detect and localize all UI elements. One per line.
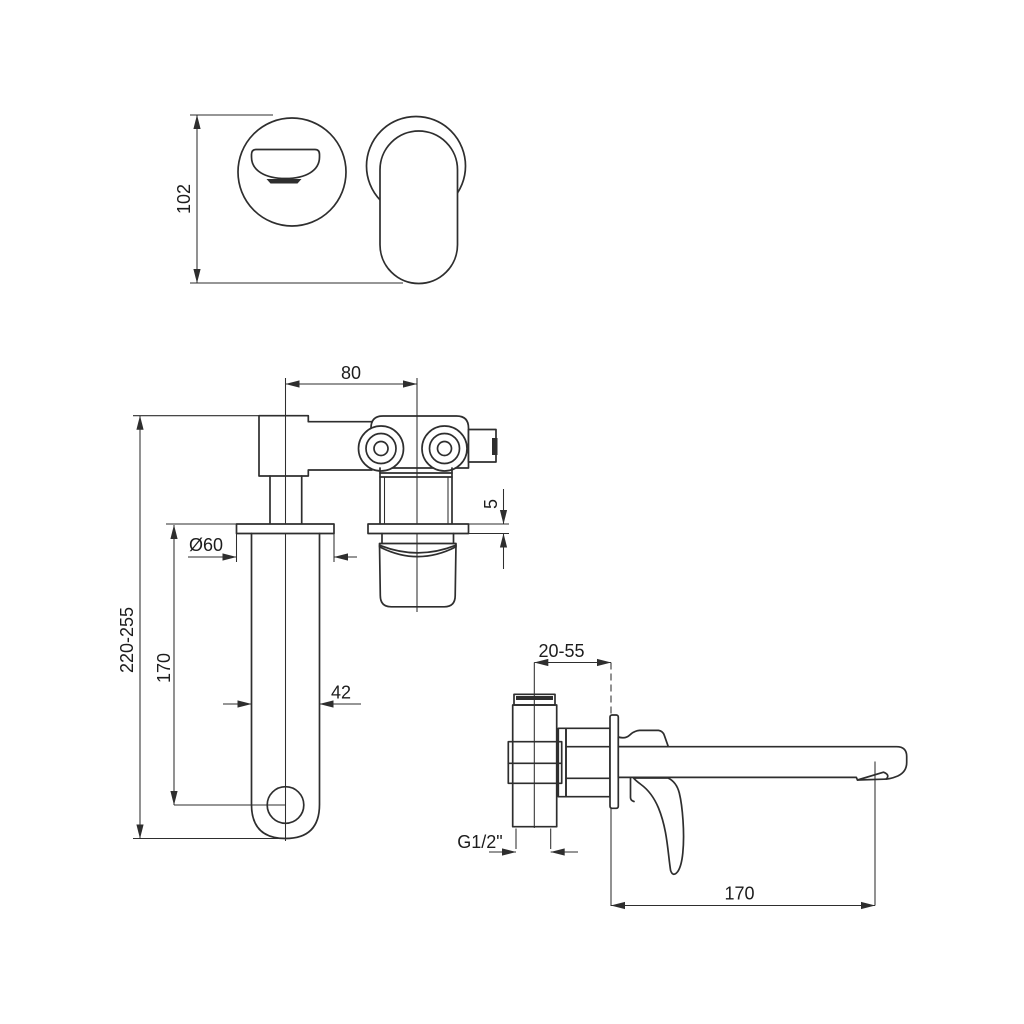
spout-escutcheon-circle — [237, 117, 347, 227]
outlet-connector — [467, 428, 497, 463]
dim-170-plan-label: 170 — [154, 653, 174, 683]
inwall-body — [507, 693, 611, 828]
spout-outlet-opening — [250, 148, 321, 180]
front-view: 102 — [174, 114, 467, 285]
spout-outlet-beak — [856, 771, 889, 781]
valve-body-plan — [357, 415, 498, 608]
inlet-port-left — [357, 425, 405, 472]
connection-pipe — [565, 727, 611, 798]
valve-neck-side — [629, 776, 635, 803]
handle-lever-front — [379, 130, 459, 285]
dim-5-label: 5 — [481, 499, 501, 509]
dimension-42: 42 — [223, 683, 361, 708]
dim-220-255-label: 220-255 — [117, 607, 137, 673]
dim-g12-label: G1/2" — [457, 832, 502, 852]
lever-side — [632, 777, 685, 876]
handle-boss-side — [617, 729, 670, 748]
dim-170-side-label: 170 — [724, 884, 754, 904]
dim-dia60-label: Ø60 — [189, 535, 223, 555]
spout-escutcheon-plate — [235, 523, 335, 535]
inlet-port-right — [421, 425, 468, 472]
valve-escutcheon-plate — [367, 523, 470, 535]
dimension-80: 80 — [285, 363, 418, 388]
dim-42-label: 42 — [331, 683, 351, 703]
dimension-102: 102 — [174, 114, 403, 284]
handle-dome-plan — [378, 542, 457, 608]
dimension-dia60: Ø60 — [188, 533, 357, 562]
spout-side — [617, 745, 908, 781]
dimension-20-55: 20-55 — [534, 641, 612, 667]
dimension-g12: G1/2" — [457, 828, 578, 856]
dimension-170-plan: 170 — [154, 523, 286, 806]
side-view: 20-55 G1/2" — [457, 641, 908, 910]
dim-102-label: 102 — [174, 184, 194, 214]
handle-front — [365, 115, 467, 285]
dim-20-55-label: 20-55 — [538, 641, 584, 661]
spout-outlet-lip — [266, 179, 302, 184]
dimension-220-255: 220-255 — [117, 415, 286, 840]
dim-80-label: 80 — [341, 363, 361, 383]
dimension-5: 5 — [468, 489, 509, 569]
outlet-connector-end — [492, 438, 498, 455]
dimension-170-side: 170 — [610, 761, 876, 910]
spout-elbow-plan — [258, 414, 373, 525]
wall-plate-side — [609, 714, 620, 810]
spout-outlet-front — [237, 117, 347, 227]
plan-view: 80 — [117, 363, 509, 841]
